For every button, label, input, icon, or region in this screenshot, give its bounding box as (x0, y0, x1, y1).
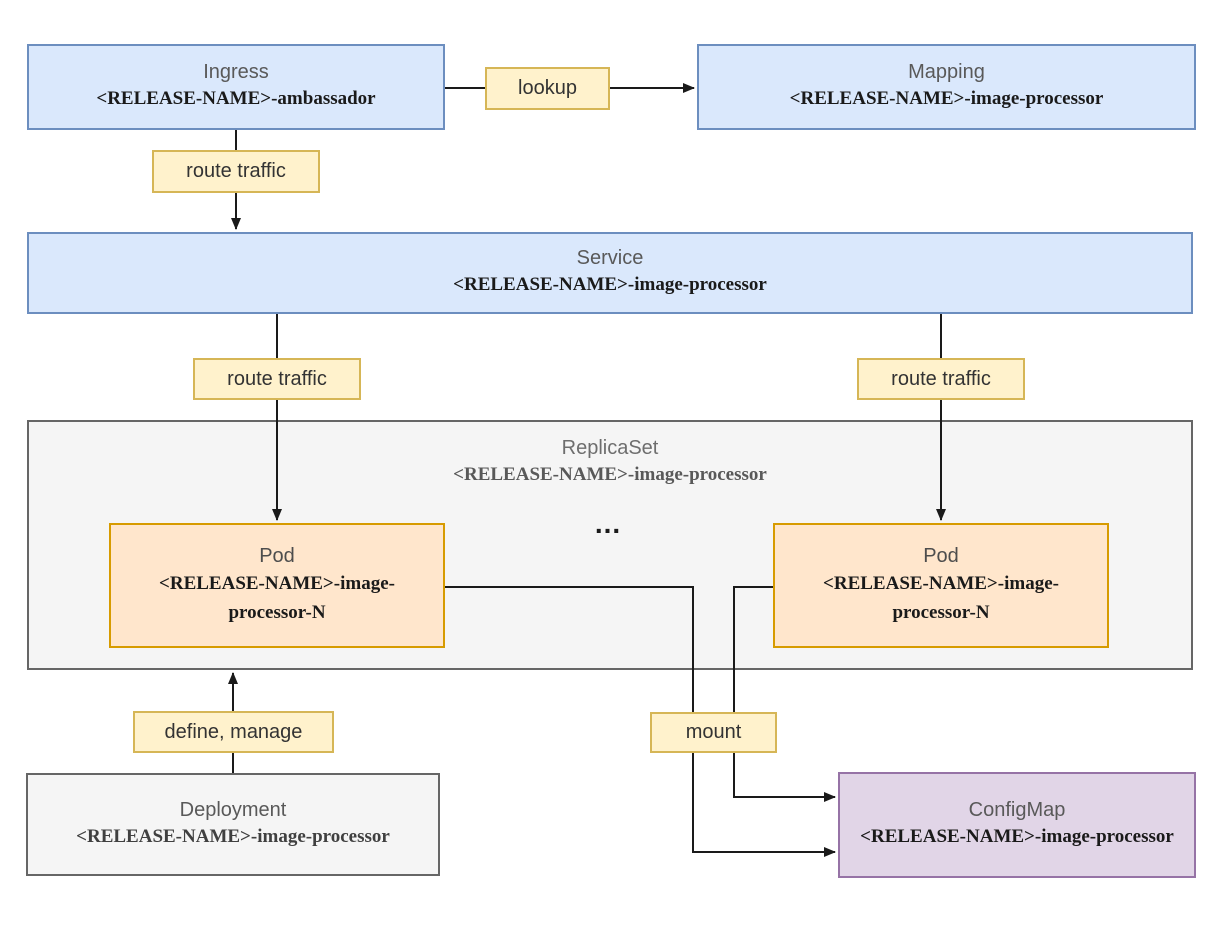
service-node: Service <RELEASE-NAME>-image-processor (27, 232, 1193, 314)
edge-label-mount: mount (650, 712, 777, 753)
edge-label-route-traffic-top: route traffic (152, 150, 320, 193)
ingress-subtitle: <RELEASE-NAME>-ambassador (96, 88, 376, 110)
mapping-node: Mapping <RELEASE-NAME>-image-processor (697, 44, 1196, 130)
mapping-title: Mapping (908, 61, 985, 84)
configmap-node: ConfigMap <RELEASE-NAME>-image-processor (838, 772, 1196, 878)
connector-pod-right-configmap (733, 586, 836, 802)
edge-label-define-manage: define, manage (133, 711, 334, 753)
pod-right-title: Pod (923, 544, 959, 567)
service-subtitle: <RELEASE-NAME>-image-processor (453, 274, 767, 296)
mapping-subtitle: <RELEASE-NAME>-image-processor (789, 88, 1104, 110)
pods-ellipsis: ... (594, 508, 622, 539)
edge-label-route-traffic-right: route traffic (857, 358, 1025, 400)
configmap-subtitle: <RELEASE-NAME>-image-processor (860, 826, 1174, 848)
configmap-title: ConfigMap (968, 799, 1066, 822)
deployment-node: Deployment <RELEASE-NAME>-image-processo… (26, 773, 440, 876)
pod-left-node: Pod <RELEASE-NAME>-image-processor-N (109, 523, 445, 648)
ingress-title: Ingress (203, 61, 269, 84)
replicaset-subtitle: <RELEASE-NAME>-image-processor (453, 464, 767, 485)
pod-right-subtitle: <RELEASE-NAME>-image-processor-N (823, 572, 1059, 623)
ingress-node: Ingress <RELEASE-NAME>-ambassador (27, 44, 445, 130)
pod-right-node: Pod <RELEASE-NAME>-image-processor-N (773, 523, 1109, 648)
pod-left-subtitle: <RELEASE-NAME>-image-processor-N (159, 572, 395, 623)
service-title: Service (576, 247, 644, 270)
deployment-subtitle: <RELEASE-NAME>-image-processor (76, 825, 390, 847)
replicaset-title: ReplicaSet (561, 437, 659, 459)
edge-label-lookup: lookup (485, 67, 610, 110)
pod-left-title: Pod (259, 544, 295, 567)
deployment-title: Deployment (179, 798, 287, 821)
edge-label-route-traffic-left: route traffic (193, 358, 361, 400)
